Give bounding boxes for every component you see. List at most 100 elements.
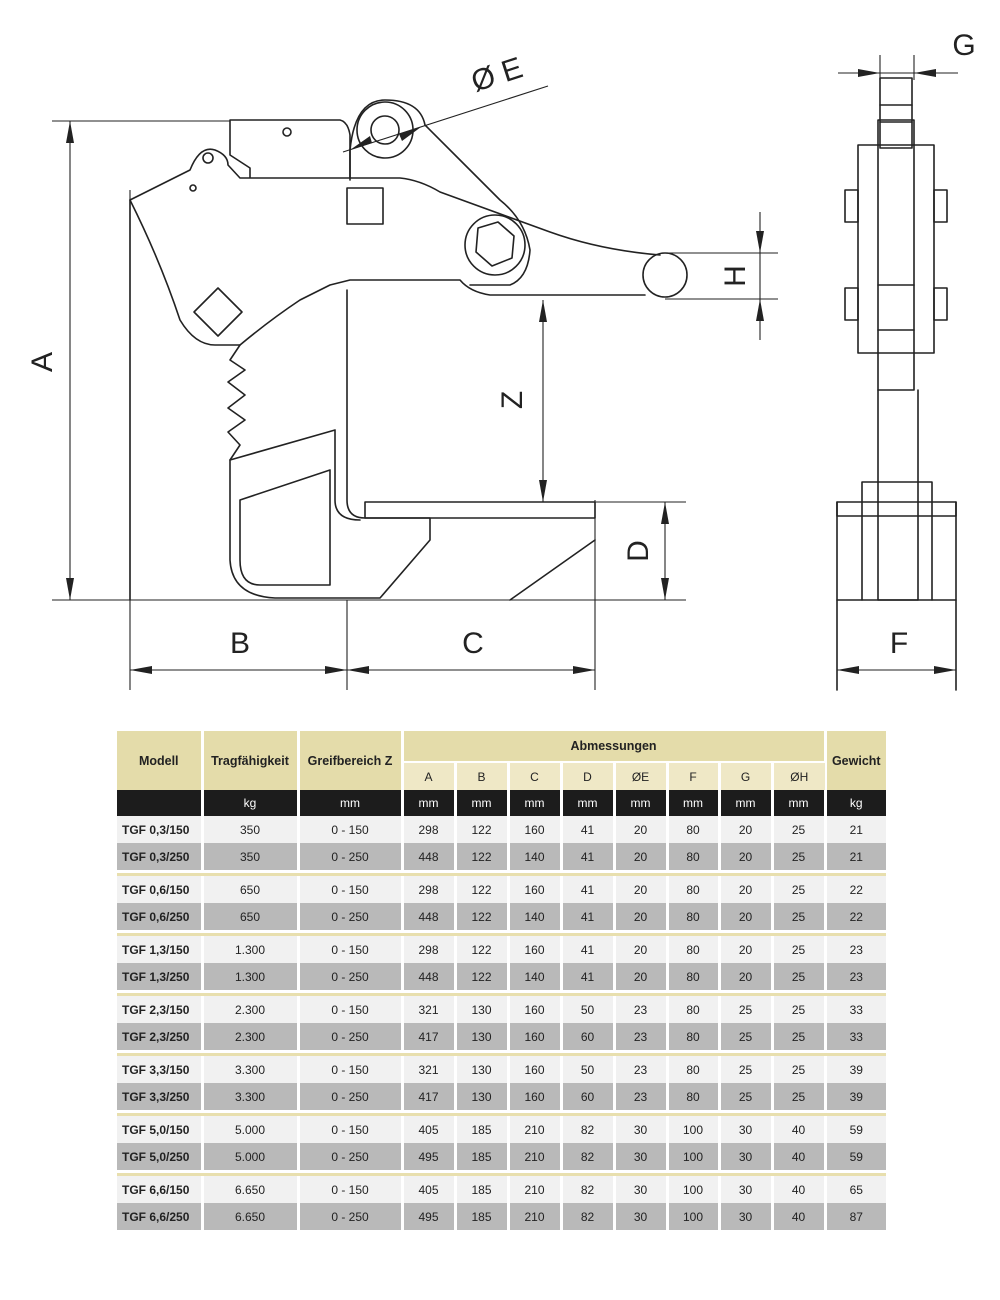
value-cell-b: 185 — [455, 1116, 510, 1143]
value-cell-d: 60 — [561, 1023, 616, 1050]
dim-e-label: Ø E — [467, 51, 526, 98]
group-separator — [117, 1050, 887, 1056]
unit-cell: mm — [561, 790, 616, 816]
unit-cell: mm — [719, 790, 774, 816]
header-model: Modell — [117, 731, 204, 790]
value-cell-capacity: 6.650 — [202, 1203, 300, 1230]
value-cell-c: 140 — [508, 843, 563, 870]
value-cell-c: 210 — [508, 1116, 563, 1143]
unit-cell-model — [117, 790, 204, 816]
value-cell-g: 25 — [719, 1056, 774, 1083]
value-cell-g: 20 — [719, 876, 774, 903]
value-cell-a: 448 — [402, 843, 457, 870]
value-cell-g: 30 — [719, 1143, 774, 1170]
value-cell-d: 41 — [561, 963, 616, 990]
value-cell-capacity: 5.000 — [202, 1116, 300, 1143]
bolt-circle — [464, 214, 526, 276]
value-cell-weight: 87 — [825, 1203, 887, 1230]
value-cell-h: 40 — [772, 1116, 827, 1143]
lower-jaw-outline — [229, 289, 431, 599]
value-cell-grip: 0 - 150 — [298, 876, 404, 903]
dim-g-arrow-left — [858, 69, 880, 77]
clamp-side-view — [129, 99, 688, 601]
value-cell-grip: 0 - 250 — [298, 963, 404, 990]
header-dim-b: B — [455, 761, 510, 790]
value-cell-weight: 23 — [825, 963, 887, 990]
value-cell-e: 23 — [614, 1056, 669, 1083]
shackle-hole — [370, 115, 400, 145]
value-cell-d: 60 — [561, 1083, 616, 1110]
value-cell-e: 20 — [614, 903, 669, 930]
value-cell-a: 298 — [402, 876, 457, 903]
unit-cell: mm — [455, 790, 510, 816]
dim-z-arrow-top — [539, 300, 547, 322]
group-separator — [117, 990, 887, 996]
value-cell-g: 25 — [719, 996, 774, 1023]
value-cell-b: 130 — [455, 996, 510, 1023]
square-block — [346, 187, 384, 225]
header-dimensions: Abmessungen — [402, 731, 827, 762]
diamond-marker — [193, 287, 243, 337]
value-cell-weight: 33 — [825, 1023, 887, 1050]
value-cell-b: 130 — [455, 1056, 510, 1083]
group-separator — [117, 930, 887, 936]
value-cell-h: 25 — [772, 816, 827, 843]
value-cell-a: 321 — [402, 996, 457, 1023]
value-cell-f: 80 — [667, 996, 721, 1023]
value-cell-c: 160 — [508, 936, 563, 963]
value-cell-capacity: 3.300 — [202, 1056, 300, 1083]
shackle-eye — [356, 101, 414, 159]
value-cell-d: 41 — [561, 903, 616, 930]
group-separator-line — [117, 1112, 887, 1116]
value-cell-d: 82 — [561, 1143, 616, 1170]
value-cell-a: 495 — [402, 1143, 457, 1170]
value-cell-weight: 21 — [825, 843, 887, 870]
value-cell-a: 417 — [402, 1023, 457, 1050]
value-cell-f: 80 — [667, 816, 721, 843]
value-cell-c: 160 — [508, 1083, 563, 1110]
value-cell-g: 20 — [719, 903, 774, 930]
value-cell-b: 130 — [455, 1083, 510, 1110]
dim-f-label: F — [890, 627, 908, 660]
clamp-front-view — [836, 77, 957, 691]
value-cell-e: 30 — [614, 1143, 669, 1170]
value-cell-grip: 0 - 250 — [298, 1083, 404, 1110]
value-cell-e: 30 — [614, 1176, 669, 1203]
value-cell-c: 160 — [508, 876, 563, 903]
value-cell-b: 122 — [455, 876, 510, 903]
value-cell-f: 80 — [667, 876, 721, 903]
value-cell-g: 25 — [719, 1023, 774, 1050]
model-cell: TGF 1,3/150 — [117, 936, 204, 963]
unit-cell: mm — [614, 790, 669, 816]
dim-b-arrow-right — [325, 666, 347, 674]
group-separator-cell — [117, 930, 887, 936]
value-cell-capacity: 1.300 — [202, 936, 300, 963]
dim-c-arrow-right — [573, 666, 595, 674]
unit-cell: mm — [772, 790, 827, 816]
model-cell: TGF 3,3/150 — [117, 1056, 204, 1083]
value-cell-d: 50 — [561, 996, 616, 1023]
group-separator-line — [117, 1172, 887, 1176]
value-cell-f: 80 — [667, 843, 721, 870]
value-cell-g: 30 — [719, 1203, 774, 1230]
value-cell-c: 140 — [508, 963, 563, 990]
value-cell-b: 185 — [455, 1143, 510, 1170]
value-cell-f: 80 — [667, 963, 721, 990]
dim-b-arrow-left — [130, 666, 152, 674]
group-separator-line — [117, 1052, 887, 1056]
small-hole-top — [282, 127, 292, 137]
value-cell-capacity: 650 — [202, 876, 300, 903]
value-cell-grip: 0 - 150 — [298, 1056, 404, 1083]
value-cell-a: 448 — [402, 903, 457, 930]
dim-e-arrow-1 — [350, 136, 372, 150]
front-lower-plate — [836, 501, 957, 517]
dim-a-arrow-top — [66, 121, 74, 143]
model-cell: TGF 6,6/150 — [117, 1176, 204, 1203]
front-top-link — [879, 77, 913, 149]
value-cell-h: 25 — [772, 903, 827, 930]
